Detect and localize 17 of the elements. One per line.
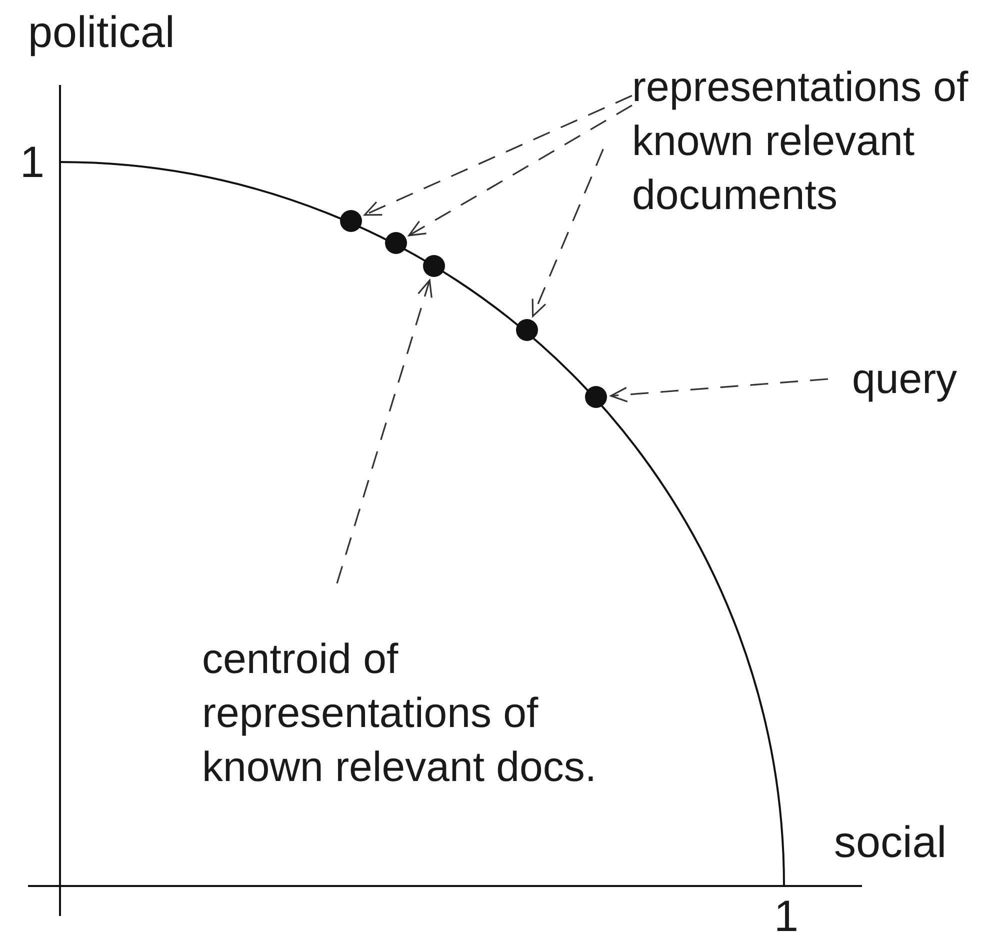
data-point xyxy=(516,319,538,341)
dashed-arrow xyxy=(408,104,632,236)
axis-label: political xyxy=(28,8,175,58)
dashed-arrow xyxy=(364,94,632,216)
annotation-text: centroid of representations of known relevant docs. xyxy=(202,632,652,794)
dashed-arrow xyxy=(336,280,432,584)
axis-label: social xyxy=(834,818,946,868)
annotation-text: query xyxy=(852,352,972,406)
tick-label: 1 xyxy=(20,138,44,188)
dashed-arrow xyxy=(610,378,828,402)
data-point xyxy=(423,255,445,277)
data-point xyxy=(340,210,362,232)
dashed-arrow xyxy=(532,148,604,317)
annotation-text: representations of known relevant documents xyxy=(632,60,992,222)
data-point xyxy=(385,232,407,254)
data-point xyxy=(585,386,607,408)
tick-label: 1 xyxy=(774,892,798,942)
